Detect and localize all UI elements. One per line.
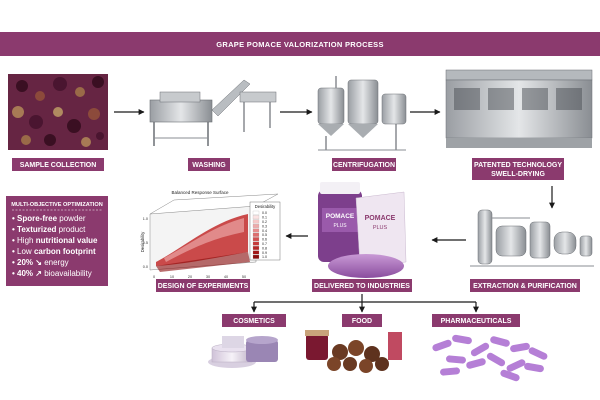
legend-label: 0.2 (262, 220, 267, 224)
capsule (446, 355, 466, 364)
capsule (486, 352, 506, 367)
label-patented-technology: PATENTED TECHNOLOGY SWELL-DRYING (472, 158, 564, 180)
legend-label: 0.4 (262, 229, 267, 233)
capsule (432, 339, 452, 352)
legend-swatch (252, 237, 260, 242)
x-tick-label: 30 (206, 275, 210, 279)
x-tick-label: 50 (242, 275, 246, 279)
label-delivered-to-industries: DELIVERED TO INDUSTRIES (312, 279, 412, 292)
x-tick-label: 10 (170, 275, 174, 279)
capsule (528, 347, 548, 360)
pomace-plus-product-image: POMACE PLUS POMACE PLUS (318, 182, 407, 278)
capsule (452, 334, 472, 345)
capsules-image (432, 334, 548, 382)
svg-text:EXTRACTION & PURIFICATION: EXTRACTION & PURIFICATION (473, 283, 577, 290)
x-tick-label: 0 (153, 275, 155, 279)
legend-label: 0.1 (262, 216, 267, 220)
svg-text:PATENTED TECHNOLOGY: PATENTED TECHNOLOGY (474, 162, 562, 169)
svg-text:CENTRIFUGATION: CENTRIFUGATION (333, 162, 395, 169)
label-pharmaceuticals: PHARMACEUTICALS (432, 314, 520, 327)
bottle-brand: POMACE (326, 213, 355, 220)
svg-text:DESIGN OF EXPERIMENTS: DESIGN OF EXPERIMENTS (158, 283, 249, 290)
legend-swatch (252, 215, 260, 220)
capsule (506, 359, 526, 372)
capsule (470, 342, 490, 357)
y-tick-label: 0.0 (143, 265, 148, 269)
label-design-of-experiments: DESIGN OF EXPERIMENTS (156, 279, 250, 292)
chart-legend: 0.00.10.20.30.40.50.60.70.80.91.0 (252, 210, 267, 259)
response-surface-chart: Balanced Response Surface Desirability 0… (140, 190, 281, 279)
extraction-equipment-image (470, 209, 594, 267)
pouch-brand: POMACE (365, 215, 396, 222)
svg-text:SAMPLE COLLECTION: SAMPLE COLLECTION (20, 162, 97, 169)
legend-swatch (252, 228, 260, 233)
pomace-image (8, 74, 108, 150)
svg-text:COSMETICS: COSMETICS (233, 318, 275, 325)
optimization-item: • High nutritional value (12, 236, 98, 245)
svg-text:SWELL-DRYING: SWELL-DRYING (491, 171, 545, 178)
y-tick-label: 1.0 (143, 217, 148, 221)
label-cosmetics: COSMETICS (222, 314, 286, 327)
optimization-item: • 40% ↗ bioavailability (12, 269, 92, 278)
cosmetics-jars-image (208, 336, 278, 368)
svg-text:WASHING: WASHING (192, 162, 226, 169)
optimization-list: • Spore-free powder • Texturized product •… (12, 214, 98, 278)
legend-swatch (252, 210, 260, 215)
x-tick-label: 20 (188, 275, 192, 279)
y-tick-label: 0.5 (143, 241, 148, 245)
legend-swatch (252, 224, 260, 228)
centrifuge-image (317, 76, 407, 151)
legend-swatch (252, 232, 260, 237)
optimization-item: • Texturized product (12, 225, 86, 234)
svg-text:PHARMACEUTICALS: PHARMACEUTICALS (441, 318, 512, 325)
legend-swatch (252, 254, 260, 259)
x-tick-label: 40 (224, 275, 228, 279)
legend-label: 0.6 (262, 238, 267, 242)
x-axis-ticks: 0 10 20 30 40 50 (153, 275, 246, 279)
pouch-brand-sub: PLUS (373, 225, 388, 231)
optimization-panel: MULTI-OBJECTIVE OPTIMIZATION • Spore-fre… (6, 196, 108, 286)
capsule (466, 358, 486, 369)
label-extraction-purification: EXTRACTION & PURIFICATION (470, 279, 580, 292)
label-washing: WASHING (188, 158, 230, 171)
legend-label: 0.5 (262, 233, 267, 237)
bottle-brand-sub: PLUS (333, 223, 347, 229)
legend-swatch (252, 250, 260, 255)
optimization-title: MULTI-OBJECTIVE OPTIMIZATION (11, 202, 102, 208)
optimization-item: • Spore-free powder (12, 214, 86, 223)
legend-label: 0.0 (262, 211, 267, 215)
legend-swatch (252, 246, 260, 250)
food-products-image (305, 330, 402, 373)
industry-distribution-lines (251, 294, 479, 313)
optimization-item: • 20% ↘ energy (12, 258, 69, 267)
optimization-item: • Low carbon footprint (12, 247, 96, 256)
capsule (440, 367, 460, 376)
legend-label: 0.7 (262, 242, 267, 246)
z-axis-label: Desirability (140, 231, 145, 252)
capsule (510, 342, 530, 353)
label-centrifugation: CENTRIFUGATION (332, 158, 396, 171)
capsule (524, 362, 544, 373)
label-food: FOOD (342, 314, 382, 327)
swell-drying-image (445, 69, 593, 148)
washing-machine-image (149, 79, 277, 146)
legend-swatch (252, 219, 260, 224)
label-sample-collection: SAMPLE COLLECTION (12, 158, 104, 171)
svg-text:FOOD: FOOD (352, 318, 372, 325)
legend-label: 0.3 (262, 224, 267, 228)
capsule (490, 336, 510, 347)
legend-label: 0.8 (262, 246, 267, 250)
y-axis-ticks: 0.0 0.5 1.0 (143, 217, 148, 269)
page-title: GRAPE POMACE VALORIZATION PROCESS (216, 40, 384, 49)
legend-label: 1.0 (262, 255, 267, 259)
legend-label: 0.9 (262, 251, 267, 255)
header-banner (0, 32, 600, 56)
legend-swatch (252, 241, 260, 246)
chart-title: Balanced Response Surface (171, 190, 229, 195)
capsule (500, 369, 520, 382)
svg-text:DELIVERED TO INDUSTRIES: DELIVERED TO INDUSTRIES (314, 283, 410, 290)
legend-title: Desirability (255, 204, 276, 209)
